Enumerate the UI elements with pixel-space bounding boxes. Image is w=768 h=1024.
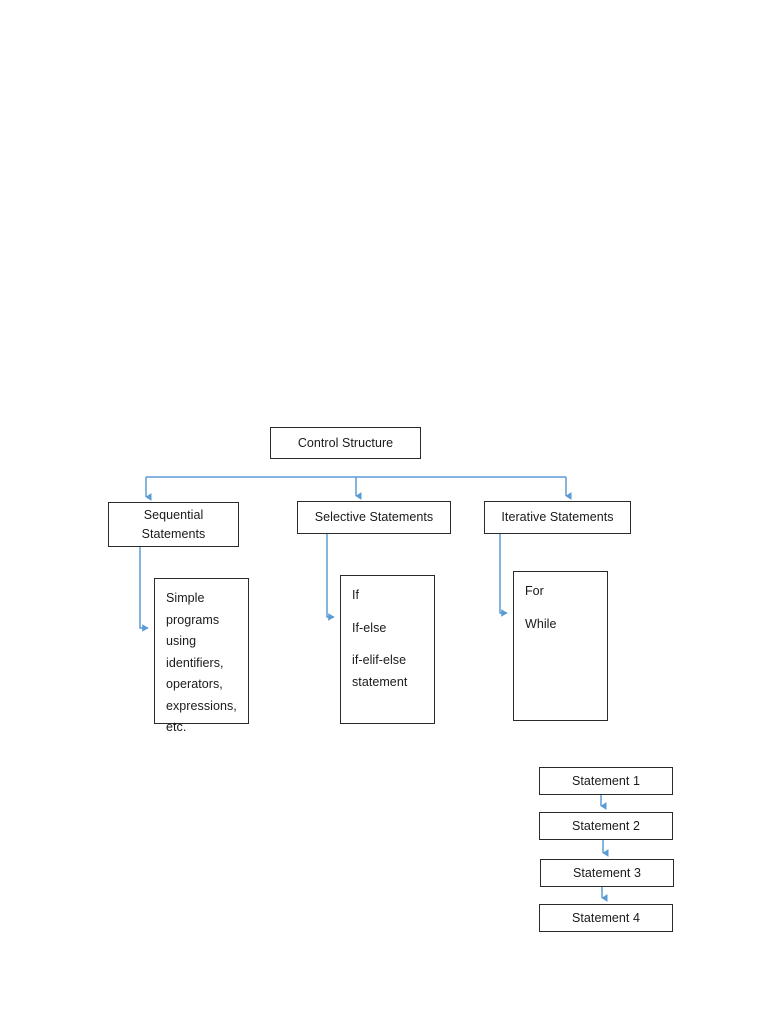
node-selective-statements-label: Selective Statements <box>314 510 434 525</box>
node-iterative-detail-content: For While <box>525 581 557 635</box>
node-sequential-detail-content: Simple programs using identifiers, opera… <box>166 588 237 739</box>
node-selective-detail-content: If If-else if-elif-else statement <box>352 585 407 693</box>
node-statement-3-label: Statement 3 <box>573 865 641 880</box>
detail-line: using <box>166 634 197 648</box>
node-selective-detail[interactable]: If If-else if-elif-else statement <box>340 575 435 724</box>
node-sequential-statements-label: Sequential Statements <box>142 506 206 542</box>
detail-line: While <box>525 616 557 631</box>
detail-line: programs <box>166 612 220 627</box>
node-statement-4-label: Statement 4 <box>572 910 640 925</box>
detail-line: if-elif-else <box>352 653 407 667</box>
node-iterative-statements[interactable]: Iterative Statements <box>484 501 631 534</box>
node-statement-2[interactable]: Statement 2 <box>539 812 673 840</box>
connector-sequential-to-detail <box>139 547 149 632</box>
node-selective-statements[interactable]: Selective Statements <box>297 501 451 534</box>
node-statement-1[interactable]: Statement 1 <box>539 767 673 795</box>
node-sequential-statements[interactable]: Sequential Statements <box>108 502 239 547</box>
detail-line: For <box>525 584 544 598</box>
detail-line: expressions, <box>166 698 237 713</box>
detail-line: statement <box>352 674 408 689</box>
detail-line: If <box>352 588 360 602</box>
node-sequential-detail[interactable]: Simple programs using identifiers, opera… <box>154 578 249 734</box>
detail-line: If-else <box>352 620 387 635</box>
node-statement-4[interactable]: Statement 4 <box>539 904 673 932</box>
node-control-structure-label: Control Structure <box>297 435 394 450</box>
node-control-structure[interactable]: Control Structure <box>270 427 421 459</box>
connector-selective-to-detail <box>326 534 335 621</box>
node-statement-3[interactable]: Statement 3 <box>540 859 674 887</box>
detail-line: operators, <box>166 677 223 691</box>
detail-line: etc. <box>166 720 187 734</box>
node-iterative-statements-label: Iterative Statements <box>501 510 614 525</box>
node-statement-1-label: Statement 1 <box>572 773 640 788</box>
detail-line: Simple <box>166 591 205 605</box>
node-sequential-statements-label-line1: Sequential <box>143 508 204 523</box>
node-statement-2-label: Statement 2 <box>572 818 640 833</box>
detail-line: identifiers, <box>166 655 224 670</box>
connector-iterative-to-detail <box>499 534 508 617</box>
node-iterative-detail[interactable]: For While <box>513 571 608 721</box>
node-sequential-statements-label-line2: Statements <box>141 526 206 541</box>
